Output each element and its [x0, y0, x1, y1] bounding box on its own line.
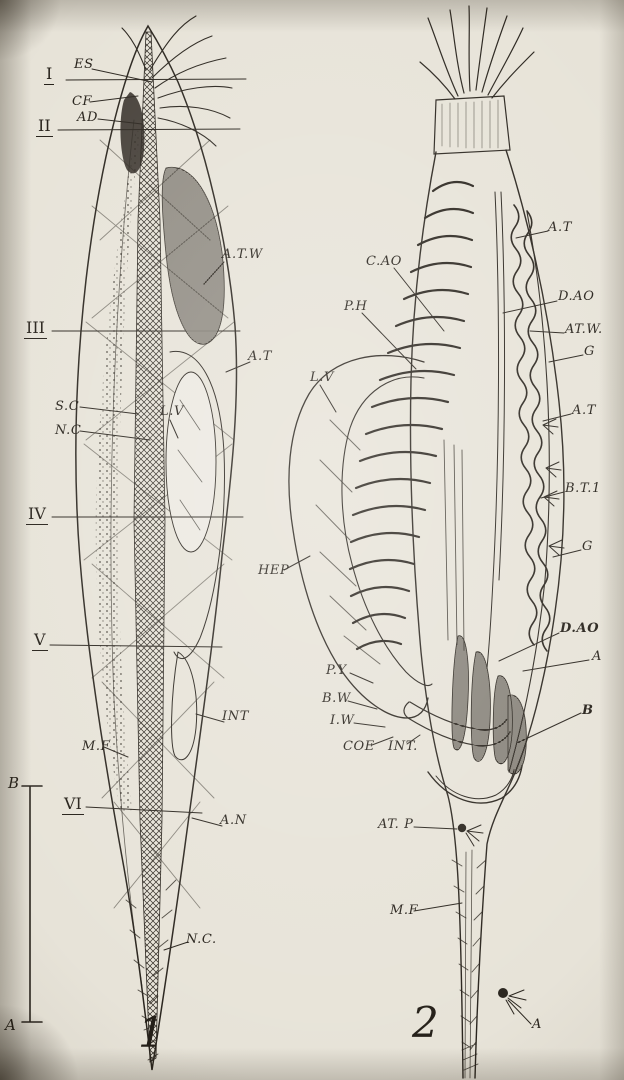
figure-1-number: 1: [138, 1008, 165, 1057]
figure1-drawing: [21, 15, 251, 1071]
fig2-central-slits: [443, 439, 465, 651]
label-fig2-iw: I.W: [330, 713, 355, 728]
label-fig2-b: B: [582, 703, 594, 718]
fig2-tail-hatch: [451, 859, 487, 1071]
scale-bar: [21, 785, 43, 1023]
scale-bar-top-label: B: [8, 774, 20, 792]
fig1-intestine: [171, 651, 198, 761]
scale-bar-bottom-label: A: [5, 1016, 16, 1034]
fig2-hepatic-caecum-inner: [341, 376, 433, 687]
fig2-head-capsule: [433, 95, 511, 155]
label-fig1-an: A.N: [220, 813, 247, 828]
label-fig1-mf: M.F: [82, 739, 111, 754]
fig2-sprigs: [542, 418, 565, 556]
label-fig1-int: INT: [222, 709, 249, 724]
figure-2-number: 2: [412, 998, 439, 1047]
fig2-atriopore-cilia: [465, 824, 484, 847]
label-fig2-at-mid: A.T: [572, 403, 596, 418]
label-fig2-atp: AT. P: [378, 817, 414, 832]
figure2-drawing: [283, 5, 590, 1079]
label-fig1-sc: S.C: [55, 399, 80, 414]
label-fig2-int: INT.: [388, 739, 418, 754]
label-fig2-lv: L.V: [310, 370, 334, 385]
fig2-gill-bars: [348, 180, 475, 651]
fig2-pit-cilia: [505, 989, 527, 1015]
section-label-v: V: [32, 630, 48, 651]
fig1-notochord-band: [133, 31, 166, 1063]
fig2-buccal-cirri-icon: [419, 5, 535, 100]
label-fig2-atw: AT.W.: [565, 322, 603, 337]
label-fig1-cf: CF: [72, 94, 93, 109]
label-fig2-g-lower: G: [582, 539, 593, 554]
label-fig1-nc: N.C: [55, 423, 82, 438]
label-fig2-bw: B.W: [322, 691, 351, 706]
label-fig2-a-mid: A: [592, 649, 602, 664]
label-fig2-at-top: A.T: [548, 220, 572, 235]
label-fig2-cao: C.AO: [366, 254, 403, 269]
fig2-atriopore-icon: [457, 823, 467, 833]
section-label-iv: IV: [26, 504, 48, 525]
label-fig2-coe: COE: [343, 739, 375, 754]
label-fig1-nc2: N.C.: [186, 932, 217, 947]
section-label-vi: VI: [62, 794, 84, 815]
fig2-dorsal-aorta: [486, 191, 506, 669]
fig1-light-oval: [165, 371, 217, 553]
label-fig2-hep: HEP: [258, 563, 290, 578]
label-fig1-ad: AD: [77, 110, 99, 125]
fig1-gill-region: [161, 166, 225, 345]
label-fig1-es: ES: [74, 57, 94, 72]
label-fig2-ph: P.H: [344, 299, 368, 314]
fig2-leader-lines: [283, 230, 590, 1025]
label-fig1-lv: L.V: [160, 404, 184, 419]
fig2-head-comb: [441, 99, 499, 149]
section-label-iii: III: [24, 318, 47, 339]
section-label-i: I: [44, 64, 55, 85]
label-fig2-bt1: B.T.1: [565, 481, 601, 496]
fig2-tail-notochord: [464, 849, 473, 1079]
label-fig2-a-bottom: A: [532, 1017, 542, 1032]
label-fig2-mf: M.F: [390, 903, 419, 918]
label-fig2-dao-lower: D.AO: [560, 621, 600, 636]
label-fig1-at: A.T: [248, 349, 272, 364]
fig2-ciliated-pit-icon: [498, 988, 508, 998]
section-label-ii: II: [36, 116, 53, 137]
fig2-visceral-masses: [451, 635, 527, 775]
fig2-gonad-band: [510, 204, 551, 652]
label-fig2-dao-upper: D.AO: [558, 289, 595, 304]
label-fig1-atw: A.T.W: [222, 247, 263, 262]
label-fig2-py: P.Y: [326, 663, 347, 678]
fig2-body-right-edge: [474, 149, 565, 1079]
label-fig2-g-upper: G: [584, 344, 595, 359]
